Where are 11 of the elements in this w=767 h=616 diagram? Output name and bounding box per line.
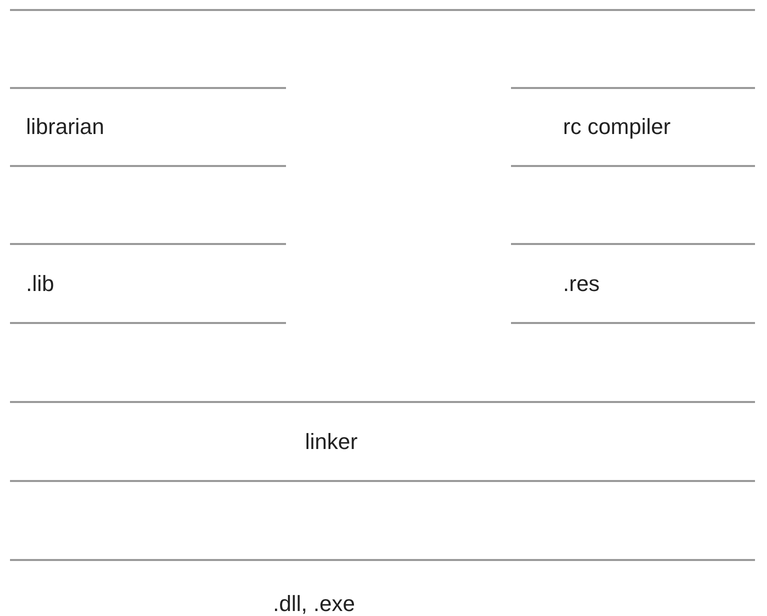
process-band bbox=[10, 87, 286, 167]
band-label: .res bbox=[563, 270, 600, 296]
band-label: .lib bbox=[26, 270, 54, 296]
process-band bbox=[10, 401, 755, 482]
band-label: rc compiler bbox=[563, 114, 671, 140]
band-label: .dll, .exe bbox=[273, 591, 355, 616]
process-band bbox=[511, 243, 755, 324]
process-band bbox=[511, 87, 755, 167]
band-label: librarian bbox=[26, 114, 104, 140]
band-label: linker bbox=[305, 428, 358, 454]
process-band bbox=[10, 243, 286, 324]
